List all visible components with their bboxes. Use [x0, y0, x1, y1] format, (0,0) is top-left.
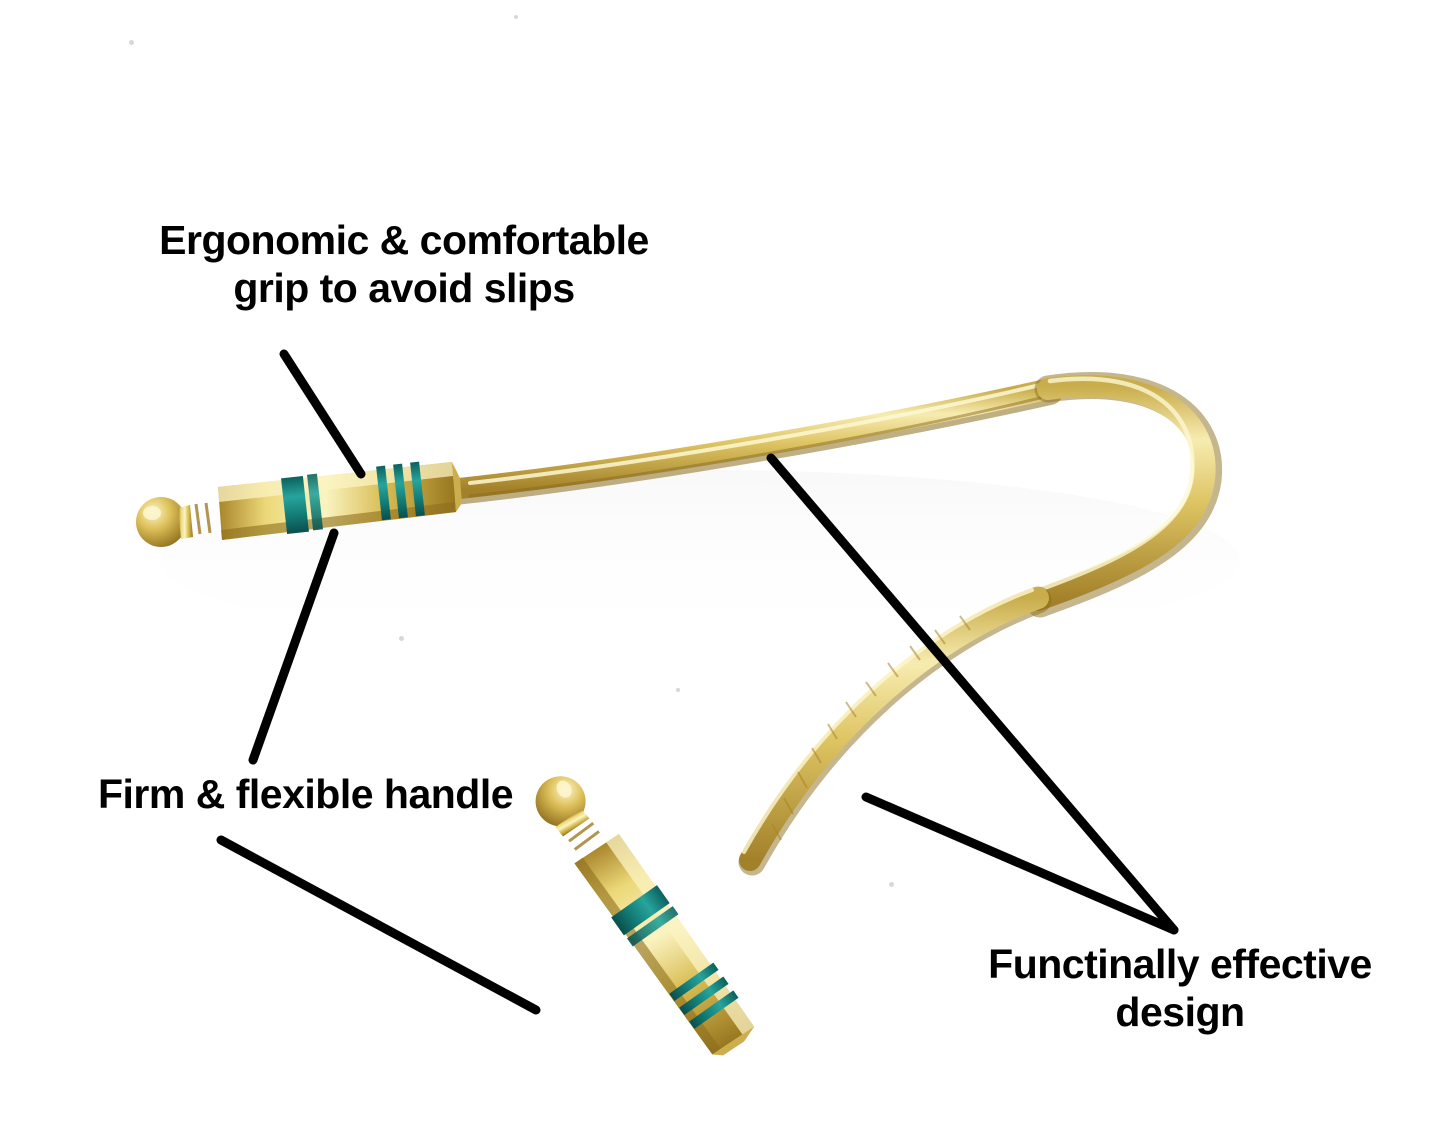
background-speck [399, 636, 404, 641]
background-speck [889, 882, 894, 887]
background-speck [676, 688, 680, 692]
lower-handle [535, 776, 755, 1056]
annotation-firm-flexible-handle: Firm & flexible handle [98, 771, 514, 817]
annotation-functional-design: Functinally effective design [988, 941, 1372, 1036]
background-speck [514, 15, 518, 19]
background-speck [129, 40, 134, 45]
annotation-ergonomic-grip: Ergonomic & comfortable grip to avoid sl… [159, 217, 649, 312]
upper-handle [136, 461, 462, 547]
upper-scraper-arm [442, 378, 1063, 505]
